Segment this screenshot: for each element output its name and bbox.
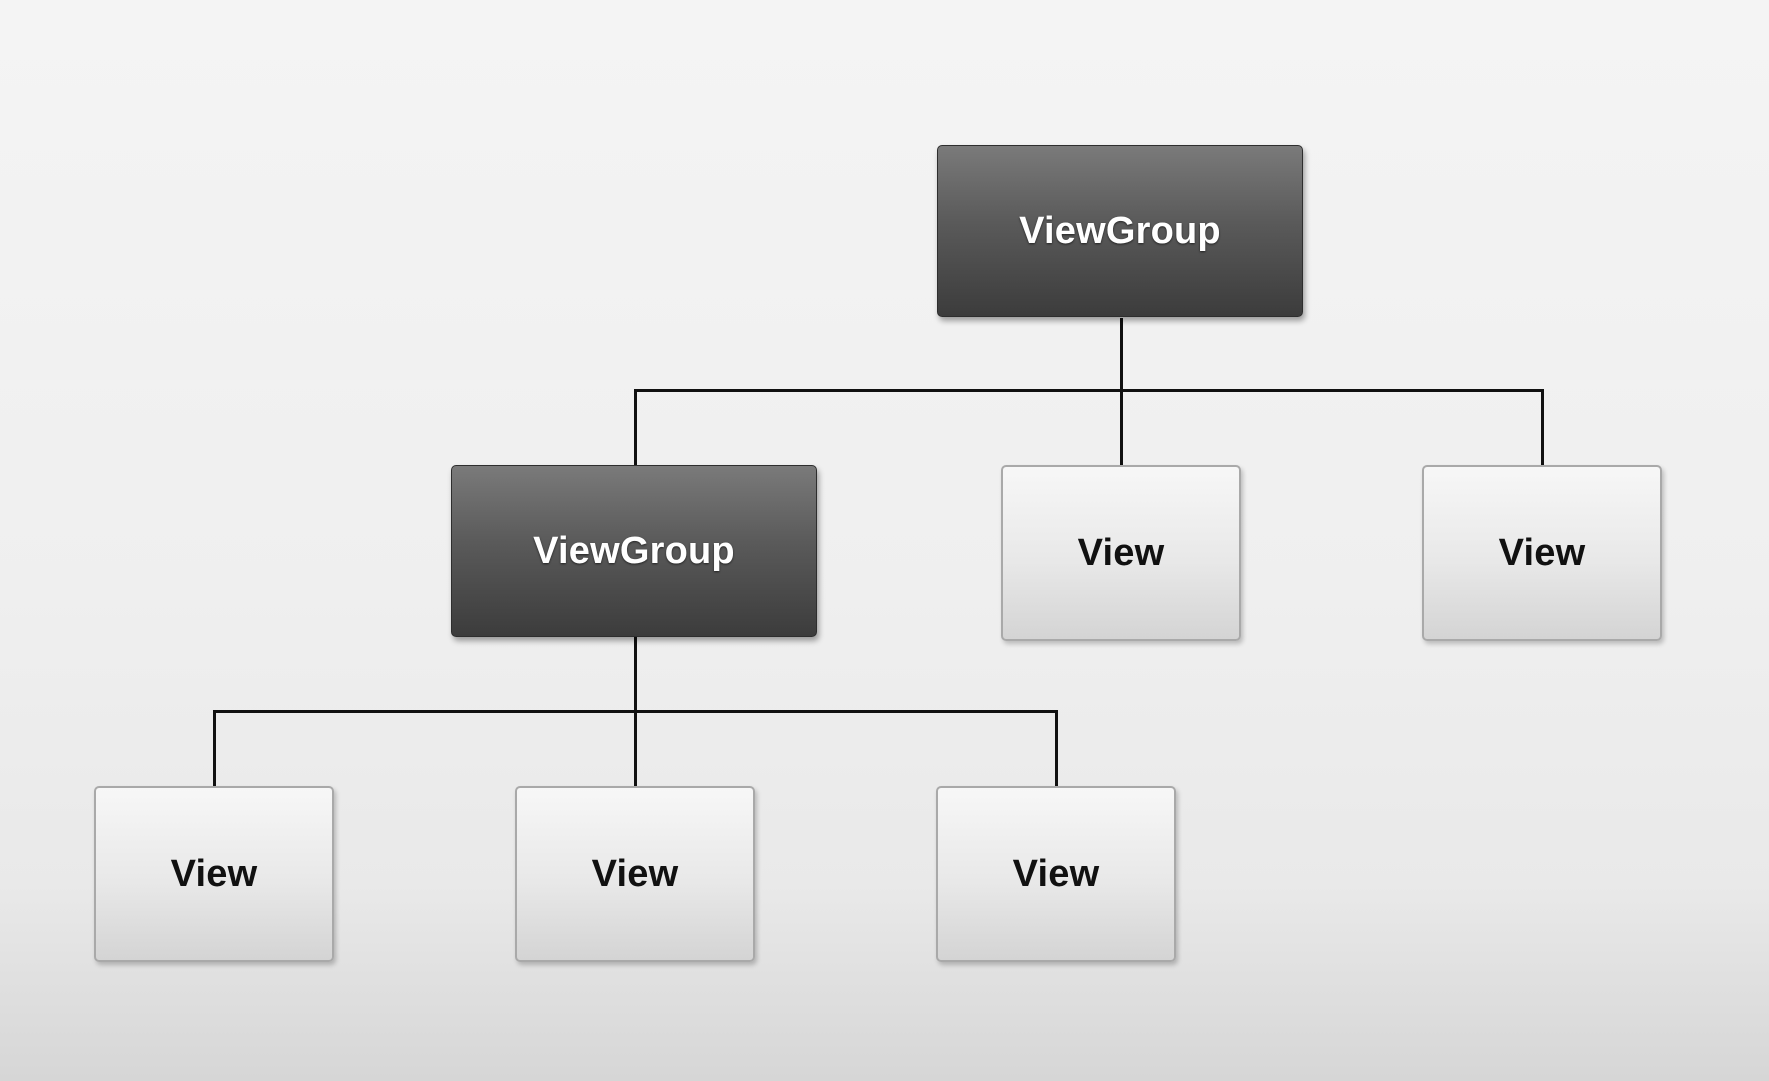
connector-level1-bar xyxy=(634,389,1544,392)
view-node-level1-middle: View xyxy=(1001,465,1241,641)
view-node-level2-left: View xyxy=(94,786,334,962)
connector-to-view-bottom-right xyxy=(1055,710,1058,786)
root-viewgroup-node: ViewGroup xyxy=(937,145,1303,317)
connector-to-viewgroup-child xyxy=(634,389,637,465)
view-node-level1-right: View xyxy=(1422,465,1662,641)
view-node-level2-middle: View xyxy=(515,786,755,962)
connector-to-view-bottom-middle xyxy=(634,710,637,786)
child-viewgroup-node: ViewGroup xyxy=(451,465,817,637)
view-node-level2-right: View xyxy=(936,786,1176,962)
connector-child-stem xyxy=(634,637,637,713)
connector-to-view-middle xyxy=(1120,389,1123,465)
connector-to-view-bottom-left xyxy=(213,710,216,786)
connector-to-view-right xyxy=(1541,389,1544,465)
connector-root-stem xyxy=(1120,318,1123,392)
